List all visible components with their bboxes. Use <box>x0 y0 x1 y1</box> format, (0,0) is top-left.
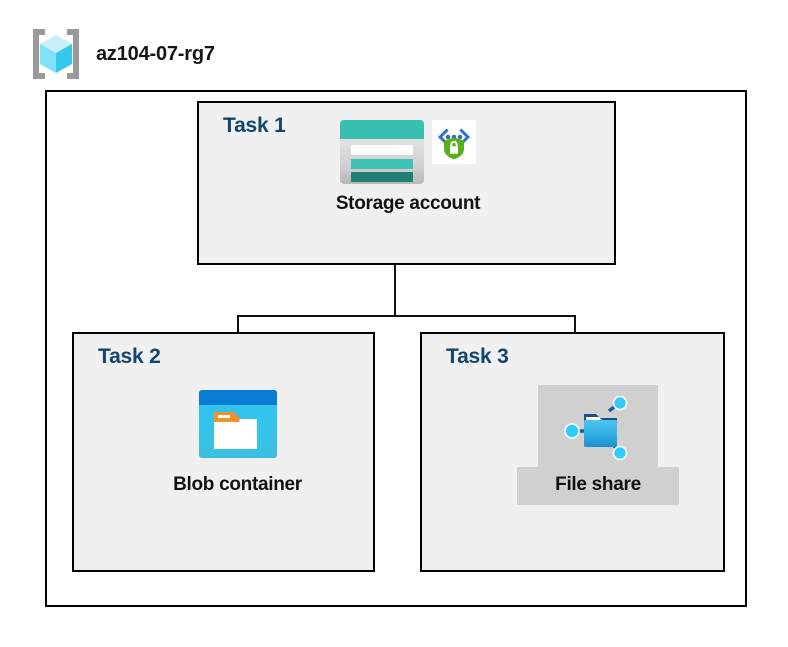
file-share-icon <box>562 391 634 463</box>
task-3-label: Task 3 <box>446 345 509 368</box>
secure-transfer-shield-icon <box>432 120 476 164</box>
file-share-caption: File share <box>517 467 679 505</box>
storage-account-icon-bar-3 <box>351 172 413 182</box>
resource-group-name: az104-07-rg7 <box>96 42 215 65</box>
storage-account-icon <box>340 120 424 184</box>
task-2-label: Task 2 <box>98 345 161 368</box>
blob-container-icon-tab-slot <box>217 415 230 418</box>
blob-container-icon-document <box>213 419 257 449</box>
blob-container-icon-titlebar <box>198 390 277 405</box>
resource-group-header: az104-07-rg7 <box>30 26 215 82</box>
connector-storage-trunk <box>394 232 396 316</box>
node-file-share[interactable]: File share <box>508 385 688 505</box>
connector-horizontal-bus <box>237 315 576 317</box>
task-1-label: Task 1 <box>223 114 286 137</box>
resource-group-cube-icon <box>30 27 82 81</box>
storage-account-caption: Storage account <box>335 193 481 214</box>
blob-container-caption: Blob container <box>173 474 302 495</box>
blob-container-icon <box>198 390 277 458</box>
node-storage-account[interactable]: Storage account <box>288 120 528 215</box>
storage-account-icon-header <box>340 120 424 139</box>
storage-account-icon-row <box>340 120 476 184</box>
file-share-icon-highlight <box>538 385 658 467</box>
storage-account-icon-bar-2 <box>351 159 413 169</box>
storage-account-icon-bar-1 <box>351 145 413 155</box>
node-blob-container[interactable]: Blob container <box>150 390 325 496</box>
